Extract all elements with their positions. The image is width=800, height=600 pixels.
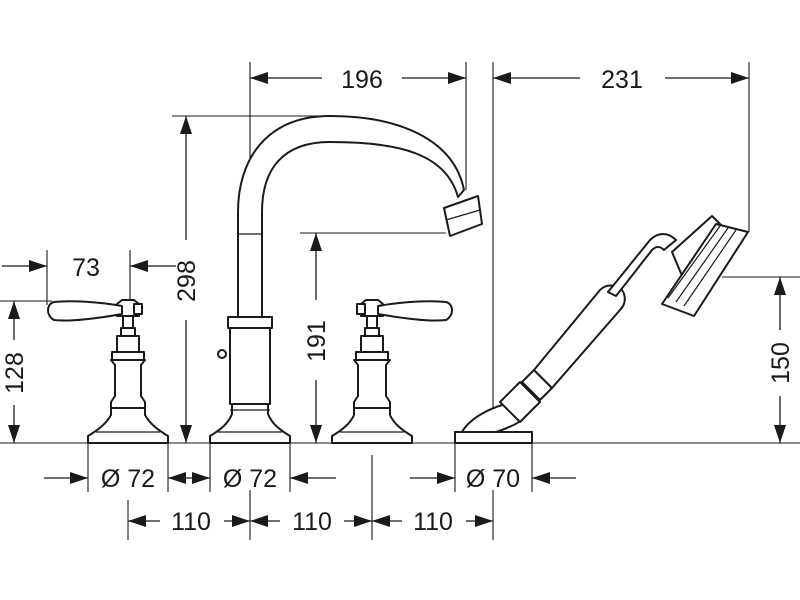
- extension-lines: [0, 62, 800, 540]
- dimension-spout-base-diameter: Ø 72: [223, 465, 277, 493]
- dimension-spacing-1: 110: [171, 508, 211, 536]
- dimension-spout-height: 191: [303, 320, 331, 362]
- dimension-spacing-3: 110: [413, 508, 453, 536]
- right-valve: [331, 299, 453, 444]
- dimension-left-base-diameter: Ø 72: [101, 465, 155, 493]
- handshower: [454, 215, 749, 444]
- dimension-lever-length: 73: [72, 254, 100, 282]
- dimension-spacing-2: 110: [292, 508, 332, 536]
- left-valve: [47, 299, 169, 444]
- spout: [209, 115, 483, 444]
- dimension-handshower-height: 150: [767, 342, 795, 384]
- dimension-handshower-reach: 231: [601, 66, 643, 94]
- dimension-handle-height: 128: [1, 352, 29, 394]
- dimension-handshower-base-diameter: Ø 70: [466, 465, 520, 493]
- dimension-total-height: 298: [173, 260, 201, 302]
- dimension-spout-reach: 196: [341, 66, 383, 94]
- dimension-lines: [2, 72, 786, 527]
